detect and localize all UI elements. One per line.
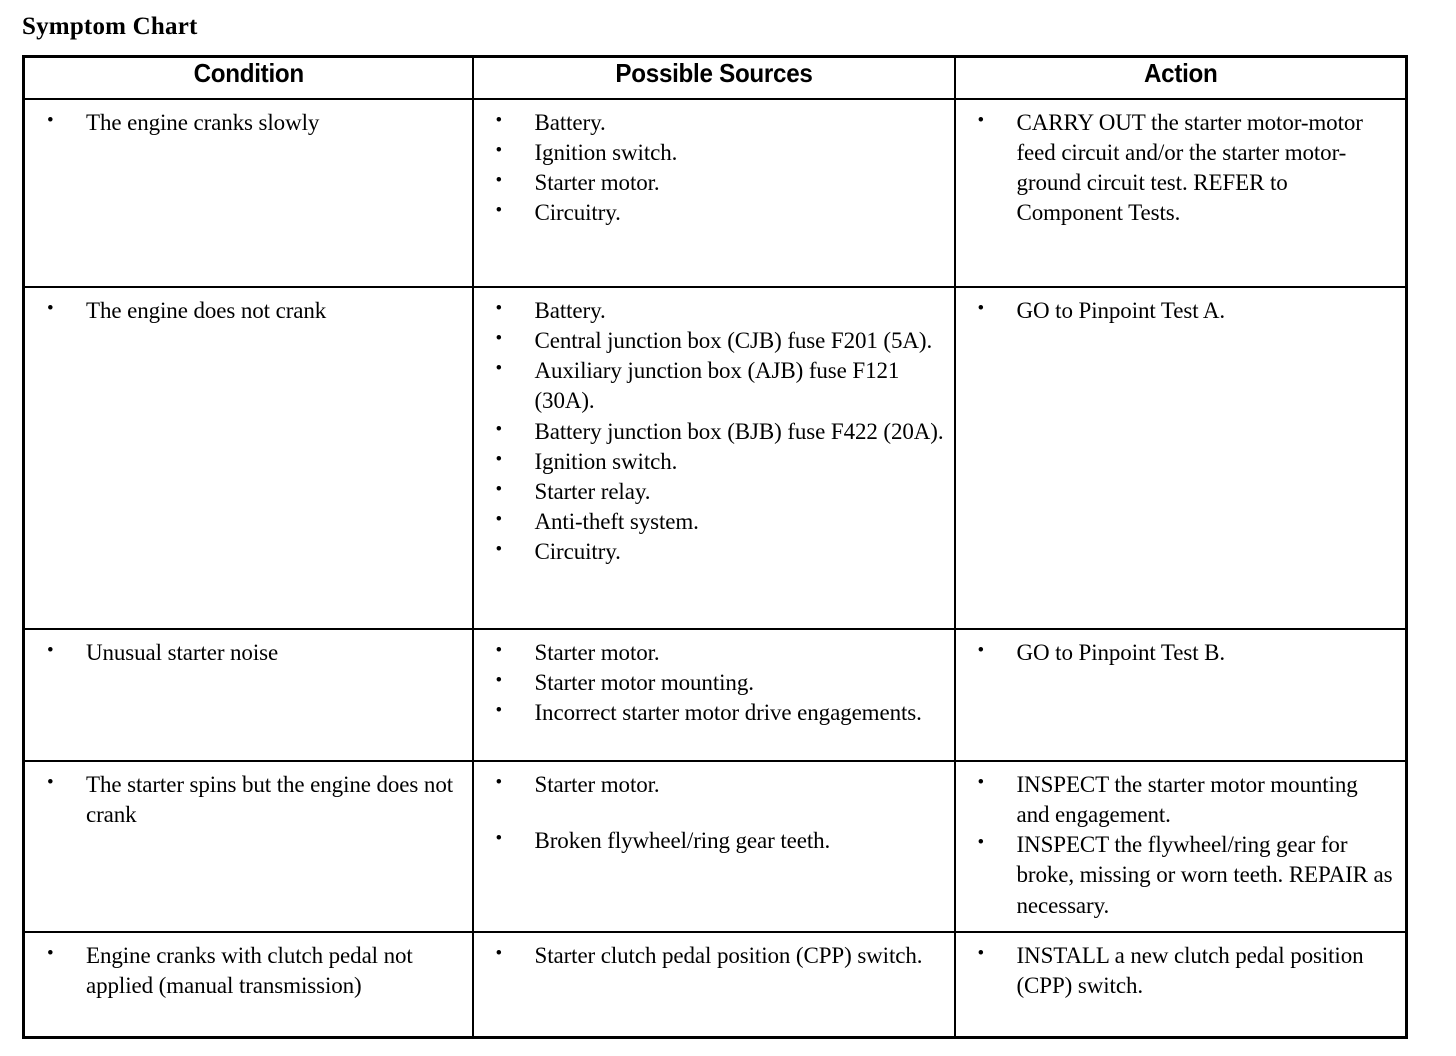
cell-condition: The engine cranks slowly <box>22 98 474 288</box>
list-item: Starter motor mounting. <box>484 667 944 698</box>
list-item: Engine cranks with clutch pedal not appl… <box>35 940 462 1001</box>
cell-possible-sources: Battery. Central junction box (CJB) fuse… <box>471 286 956 630</box>
cell-possible-sources: Starter clutch pedal position (CPP) swit… <box>471 930 956 1039</box>
list-item: Circuitry. <box>484 536 944 567</box>
list-item: The engine does not crank <box>35 295 462 326</box>
cell-action: GO to Pinpoint Test A. <box>953 286 1408 630</box>
list-item: Battery junction box (BJB) fuse F422 (20… <box>484 415 944 447</box>
cell-action: INSPECT the starter motor mounting and e… <box>953 760 1408 933</box>
condition-list: Engine cranks with clutch pedal not appl… <box>35 940 462 1001</box>
sources-list: Starter motor. Starter motor mounting. I… <box>484 637 944 728</box>
condition-list: Unusual starter noise <box>35 637 462 668</box>
list-item: Starter relay. <box>484 476 944 507</box>
list-item: The engine cranks slowly <box>35 107 462 138</box>
list-item: Battery. <box>484 295 944 326</box>
list-item: Circuitry. <box>484 197 944 228</box>
list-item: Starter motor. <box>484 637 944 668</box>
cell-condition: Engine cranks with clutch pedal not appl… <box>22 930 474 1039</box>
list-item: INSTALL a new clutch pedal position (CPP… <box>966 940 1396 1001</box>
condition-list: The engine does not crank <box>35 295 462 326</box>
list-item: INSPECT the starter motor mounting and e… <box>966 769 1396 830</box>
list-item: Ignition switch. <box>484 137 944 168</box>
sources-list: Battery. Ignition switch. Starter motor.… <box>484 107 944 229</box>
table-header-row: Condition Possible Sources Action <box>24 55 1407 100</box>
column-header-condition: Condition <box>38 55 458 100</box>
column-header-action: Action <box>969 55 1392 100</box>
symptom-chart-table: Condition Possible Sources Action The en… <box>22 55 1408 1039</box>
action-list: INSTALL a new clutch pedal position (CPP… <box>966 940 1396 1001</box>
page-title: Symptom Chart <box>22 13 198 40</box>
list-item: CARRY OUT the starter motor-motor feed c… <box>966 107 1396 229</box>
list-item: Auxiliary junction box (AJB) fuse F121 (… <box>484 355 944 416</box>
cell-possible-sources: Starter motor. Starter motor mounting. I… <box>471 628 956 762</box>
action-list: GO to Pinpoint Test B. <box>966 637 1396 668</box>
list-item: Broken flywheel/ring gear teeth. <box>484 825 944 856</box>
list-item: Starter motor. <box>484 769 944 800</box>
table-row: Unusual starter noise Starter motor. Sta… <box>22 628 1408 762</box>
list-item: Ignition switch. <box>484 446 944 477</box>
action-list: CARRY OUT the starter motor-motor feed c… <box>966 107 1396 229</box>
condition-list: The starter spins but the engine does no… <box>35 769 462 830</box>
cell-condition: Unusual starter noise <box>22 628 474 762</box>
list-item: Anti-theft system. <box>484 506 944 537</box>
cell-possible-sources: Starter motor. Broken flywheel/ring gear… <box>471 760 956 933</box>
list-item: GO to Pinpoint Test B. <box>966 637 1396 668</box>
list-item: Unusual starter noise <box>35 637 462 668</box>
cell-condition: The starter spins but the engine does no… <box>22 760 474 933</box>
condition-list: The engine cranks slowly <box>35 107 462 138</box>
cell-action: GO to Pinpoint Test B. <box>953 628 1408 762</box>
sources-list: Starter motor. Broken flywheel/ring gear… <box>484 769 944 856</box>
action-list: GO to Pinpoint Test A. <box>966 295 1396 326</box>
sources-list: Starter clutch pedal position (CPP) swit… <box>484 940 944 971</box>
list-item: The starter spins but the engine does no… <box>35 769 462 830</box>
table-body: The engine cranks slowly Battery. Igniti… <box>22 98 1408 1039</box>
sources-list: Battery. Central junction box (CJB) fuse… <box>484 295 944 567</box>
cell-action: INSTALL a new clutch pedal position (CPP… <box>953 930 1408 1039</box>
list-item: Starter motor. <box>484 167 944 198</box>
cell-condition: The engine does not crank <box>22 286 474 630</box>
column-header-possible-sources: Possible Sources <box>488 55 939 100</box>
action-list: INSPECT the starter motor mounting and e… <box>966 769 1396 921</box>
list-item: GO to Pinpoint Test A. <box>966 295 1396 326</box>
list-item: Incorrect starter motor drive engagement… <box>484 697 944 728</box>
table-row: Engine cranks with clutch pedal not appl… <box>22 930 1408 1039</box>
cell-possible-sources: Battery. Ignition switch. Starter motor.… <box>471 98 956 288</box>
cell-action: CARRY OUT the starter motor-motor feed c… <box>953 98 1408 288</box>
list-item: Starter clutch pedal position (CPP) swit… <box>484 940 944 971</box>
table-row: The engine cranks slowly Battery. Igniti… <box>22 98 1408 288</box>
list-item: INSPECT the flywheel/ring gear for broke… <box>966 829 1396 920</box>
table-row: The engine does not crank Battery. Centr… <box>22 286 1408 630</box>
list-item: Central junction box (CJB) fuse F201 (5A… <box>484 325 944 356</box>
list-item: Battery. <box>484 107 944 138</box>
table-row: The starter spins but the engine does no… <box>22 760 1408 933</box>
